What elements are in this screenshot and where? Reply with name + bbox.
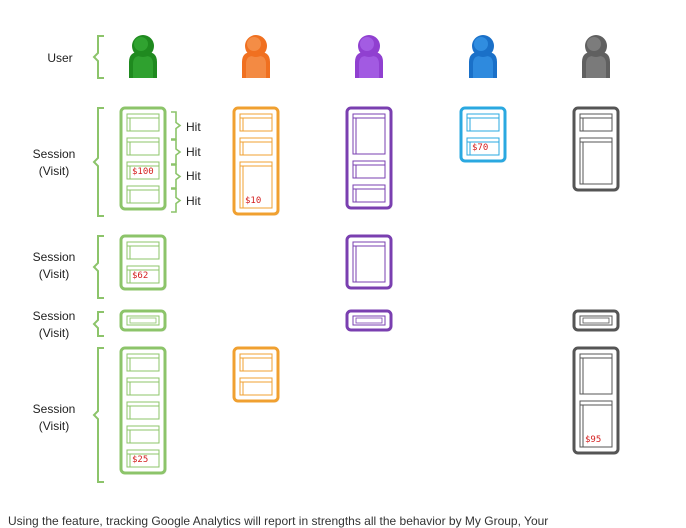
- hit-box: [352, 184, 386, 203]
- hit-box: [126, 241, 160, 260]
- hit-label-1: Hit: [186, 120, 201, 134]
- hit-box: [126, 353, 160, 372]
- purple-user-head-highlight: [360, 37, 374, 51]
- session-bracket-1: [92, 107, 104, 217]
- gray-user-body-highlight: [586, 56, 606, 78]
- hit-bracket-3: [171, 164, 182, 189]
- hit-box: [579, 315, 613, 326]
- session-bracket-2: [92, 235, 104, 299]
- hit-box: [126, 113, 160, 132]
- gray-user-head-highlight: [587, 37, 601, 51]
- green-user-body-highlight: [133, 56, 153, 78]
- orange-user-body-highlight: [246, 56, 266, 78]
- hit-box: [352, 113, 386, 155]
- caption-text: Using the feature, tracking Google Analy…: [8, 514, 549, 528]
- hit-box: [239, 137, 273, 156]
- blue-user-head-highlight: [474, 37, 488, 51]
- orange-user-head-highlight: [247, 37, 261, 51]
- session-bracket-3: [92, 311, 104, 337]
- hit-box: [126, 401, 160, 420]
- visit-label-text: (Visit): [38, 326, 70, 340]
- hit-box: [239, 113, 273, 132]
- user-row-label: User: [47, 51, 73, 65]
- hit-box: [352, 315, 386, 326]
- hit-price-label: $100: [132, 167, 154, 177]
- hit-bracket-2: [171, 139, 182, 165]
- hit-label-4: Hit: [186, 194, 201, 208]
- visit-label-text: (Visit): [38, 267, 70, 281]
- hit-inner-bar: [129, 317, 157, 324]
- hit-box: [579, 137, 613, 185]
- hit-box: [352, 241, 386, 283]
- hit-price-label: $25: [132, 455, 148, 465]
- hit-inner-bar: [582, 317, 610, 324]
- session-label-text: Session: [32, 402, 76, 416]
- hit-box: [239, 353, 273, 372]
- hit-box: [352, 160, 386, 179]
- hit-box: [239, 161, 273, 209]
- purple-user-body-highlight: [359, 56, 379, 78]
- user-bracket: [92, 35, 104, 79]
- hit-box: [126, 185, 160, 204]
- session-row-label-4: Session (Visit): [19, 401, 89, 435]
- visit-label-text: (Visit): [38, 419, 70, 433]
- session-label-text: Session: [32, 147, 76, 161]
- session-label-text: Session: [32, 309, 76, 323]
- hit-box: [126, 377, 160, 396]
- session-row-label-3: Session (Visit): [19, 308, 89, 342]
- visit-label-text: (Visit): [38, 164, 70, 178]
- hit-box: [126, 315, 160, 326]
- hit-bracket-4: [171, 188, 182, 213]
- hit-price-label: $10: [245, 196, 261, 206]
- blue-user-body-highlight: [473, 56, 493, 78]
- hit-box: [239, 377, 273, 396]
- session-bracket-4: [92, 347, 104, 483]
- hit-price-label: $62: [132, 271, 148, 281]
- session-row-label-1: Session (Visit): [19, 146, 89, 180]
- session-row-label-2: Session (Visit): [19, 249, 89, 283]
- hit-box: [466, 113, 500, 132]
- hit-box: [126, 425, 160, 444]
- session-container-green-user: [119, 106, 167, 211]
- hit-label-3: Hit: [186, 169, 201, 183]
- hit-box: [126, 137, 160, 156]
- hit-box: [579, 113, 613, 132]
- hit-price-label: $95: [585, 435, 601, 445]
- hit-label-2: Hit: [186, 145, 201, 159]
- hit-inner-bar: [355, 317, 383, 324]
- hit-box: [579, 353, 613, 395]
- hit-bracket-1: [171, 111, 182, 140]
- hit-box: [579, 400, 613, 448]
- session-label-text: Session: [32, 250, 76, 264]
- green-user-head-highlight: [134, 37, 148, 51]
- hit-price-label: $70: [472, 143, 488, 153]
